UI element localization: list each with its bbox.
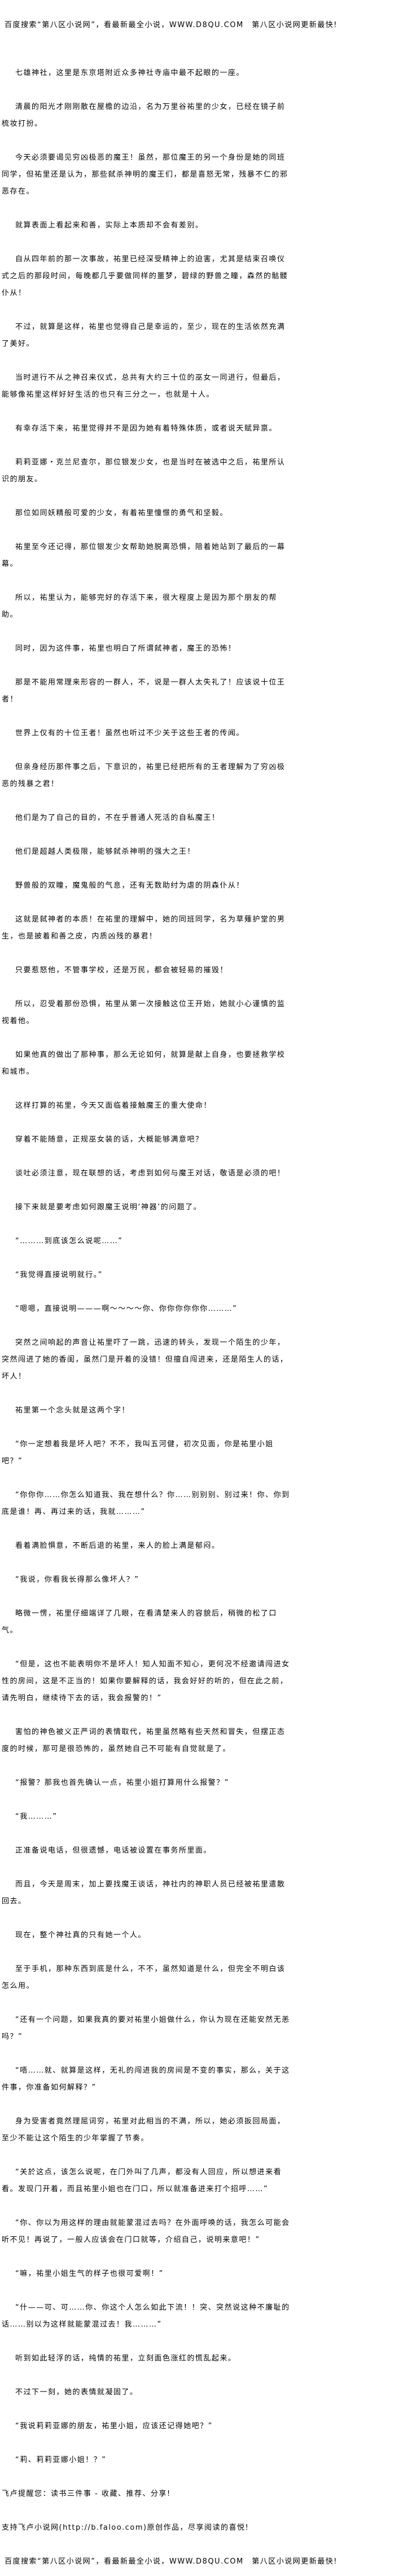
paragraph: 穿着不能随意，正规巫女装的话，大概能够满意吧？ (15, 1135, 204, 1144)
paragraph: 现在，整个神社真的只有她一个人。 (15, 1931, 147, 1939)
paragraph: 略微一愣，祐里仔细端详了几眼，在看清楚来人的容貌后，稍微的松了口气。 (2, 1609, 278, 1635)
paragraph: 清晨的阳光才刚刚散在屋檐的边沿，名为万里谷祐里的少女，已经在镜子前梳妆打扮。 (2, 103, 286, 128)
paragraph: 当时进行不从之神召来仪式，总共有大约三十位的巫女一同进行，但最后，能够像祐里这样… (2, 374, 286, 399)
paragraph: “还有一个问题，如果我真的要对祐里小姐做什么，你认为现在还能安然无恙吗？” (2, 2016, 290, 2041)
chapter-content: 七雄神社，这里是东京塔附近众多神社寺庙中最不起眼的一座。清晨的阳光才刚刚散在屋檐… (2, 65, 291, 2469)
paragraph: 所以，祐里认为，能够完好的存活下来，很大程度上是因为那个朋友的帮助。 (2, 594, 278, 619)
paragraph: 祐里第一个念头就是这两个字！ (15, 1406, 130, 1415)
paragraph: 看着满脸惧意，不断后退的祐里，来人的脸上满是郁闷。 (15, 1542, 220, 1550)
paragraph: 不过下一刻，她的表情就凝固了。 (15, 2388, 138, 2397)
paragraph: “我觉得直接说明就行。” (15, 1271, 103, 1279)
paragraph: “唔……就、就算是这样，无礼的闯进我的房间是不变的事实，那么，关于这件事，你准备… (2, 2066, 290, 2092)
paragraph: “我说莉莉亚娜的朋友，祐里小姐，应该还记得她吧？” (15, 2422, 213, 2430)
paragraph: “我………” (15, 1813, 58, 1821)
paragraph: “嗯嗯，直接说明———啊～～～～你、你你你你你你………” (15, 1305, 238, 1313)
paragraph: 祐里至今还记得，那位银发少女帮助她脱离恐惧，陪着她站到了最后的一幕幕。 (2, 543, 286, 568)
paragraph: 莉莉亚娜・克兰尼查尔，那位银发少女，也是当时在被选中之后，祐里所认识的朋友。 (2, 458, 286, 484)
paragraph: “你你你……你怎么知道我、我在想什么？你……别别别、别过来！你、你到底是谁！再、… (2, 1491, 290, 1516)
footer-support-link[interactable]: 支持飞卢小说网(http://b.faloo.com)原创作品，尽享阅读的喜悦! (2, 2524, 249, 2532)
paragraph: “你、你以为用这样的理由就能蒙混过去吗？在外面呼唤的话，我怎么可能会听不见！再说… (2, 2219, 290, 2244)
paragraph: 今天必须要谒见穷凶极恶的魔王！虽然，那位魔王的另一个身份是她的同班同学，但祐里还… (2, 153, 288, 196)
paragraph: 他们是超越人类极限，能够弑杀神明的强大之王！ (15, 848, 196, 856)
paragraph: 只要惹怒他，不管事学校，还是万民，都会被轻易的摧毁！ (15, 966, 229, 975)
paragraph: 那位如同妖精般可爱的少女，有着祐里憧憬的勇气和坚毅。 (15, 509, 229, 517)
paragraph: “你一定想着我是坏人吧？不不，我叫五河健，初次见面，你是祐里小姐吧？” (2, 1440, 274, 1465)
paragraph: “莉、莉莉亚娜小姐！？” (15, 2456, 107, 2464)
paragraph: 接下来就是要考虑如何跟魔王说明‘神器’的问题了。 (15, 1203, 202, 1212)
paragraph: 正准备说电话，但很遗憾，电话被设置在事务所里面。 (15, 1846, 212, 1855)
paragraph: 这样打算的祐里，今天又面临着接触魔王的重大使命！ (15, 1102, 212, 1110)
paragraph: 这就是弑神者的本质！在祐里的理解中，她的同班同学，名为草薙护堂的男生，也是披着和… (2, 915, 286, 941)
paragraph: 那是不能用常理来形容的一群人，不，说是一群人太失礼了！应该说十位王者！ (2, 678, 286, 704)
paragraph: 就算表面上看起来和善，实际上本质却不会有差别。 (15, 221, 204, 230)
paragraph: 所以，忍受着那份恐惧，祐里从第一次接触这位王开始，她就小心谨慎的监视着他。 (2, 1000, 286, 1025)
paragraph: “关於这点，该怎么说呢，在门外叫了几声，都没有人回应，所以想进来看看。发现门开着… (2, 2168, 282, 2193)
paragraph: 他们是为了自己的目的，不在乎普通人死活的自私魔王！ (15, 814, 220, 822)
paragraph: 同时，因为这件事，祐里也明白了所谓弑神者，魔王的恐怖！ (15, 644, 236, 653)
paragraph: 突然之间响起的声音让祐里吓了一跳，迅速的转头，发现一个陌生的少年，突然闯进了她的… (2, 1339, 288, 1381)
paragraph: “但是，这也不能表明你不是坏人！知人知面不知心，更何况不经邀请闯进女性的房间，这… (2, 1660, 290, 1702)
paragraph: 听到如此轻浮的话，纯情的祐里，立刻面色涨红的慌乱起来。 (15, 2354, 236, 2363)
site-banner-top: 百度搜索“第八区小说网”，看最新最全小说，WWW.D8QU.COM 第八区小说网… (5, 21, 338, 29)
footer-reminder: 飞卢提醒您：读书三件事 - 收藏、推荐、分享! (2, 2490, 171, 2498)
paragraph: 不过，就算是这样，祐里也觉得自己是幸运的，至少，现在的生活依然充满了美好。 (2, 323, 286, 348)
paragraph: 野兽般的双瞳，魔鬼般的气息，还有无数助纣为虐的阴森仆从！ (15, 881, 245, 890)
paragraph: 有幸存活下来，祐里觉得并不是因为她有着特殊体质，或者说天赋异禀。 (15, 424, 278, 433)
paragraph: 七雄神社，这里是东京塔附近众多神社寺庙中最不起眼的一座。 (15, 69, 245, 77)
paragraph: 而且，今天是周末，加上要找魔王谈话，神社内的神职人员已经被祐里遣散回去。 (2, 1880, 286, 1906)
site-banner-bottom: 百度搜索“第八区小说网”，看最新最全小说，WWW.D8QU.COM 第八区小说网… (5, 2557, 338, 2566)
paragraph: 但亲身经历那件事之后，下意识的，祐里已经把所有的王者理解为了穷凶极恶的残暴之君！ (2, 763, 286, 788)
paragraph: “我说，你看我长得那么像坏人？” (15, 1576, 139, 1584)
chapter-footer: 飞卢提醒您：读书三件事 - 收藏、推荐、分享! 支持飞卢小说网(http://b… (2, 2486, 391, 2536)
paragraph: “嘛，祐里小姐生气的样子也很可爱啊！” (15, 2270, 164, 2278)
paragraph: “什——可、可……你、你这个人怎么如此下流！！突、突然说这种不廉耻的话……别以为… (2, 2303, 290, 2329)
paragraph: 如果他真的做出了那种事，那么无论如何，就算是献上自身，也要拯救学校和城市。 (2, 1051, 286, 1076)
paragraph: 身为受害者竟然理屈词穷，祐里对此相当的不满，所以，她必须扳回局面，至少不能让这个… (2, 2117, 286, 2143)
paragraph: 谈吐必须注意，现在联想的话，考虑到如何与魔王对话，敬语是必须的吧！ (15, 1169, 286, 1178)
paragraph: 至于手机，那种东西到底是什么，不不，虽然知道是什么，但完全不明白该怎么用。 (2, 1965, 286, 1990)
paragraph: 害怕的神色被义正严词的表情取代，祐里虽然略有些天然和冒失，但摆正态度的时候，那可… (2, 1728, 286, 1753)
paragraph: “………到底该怎么说呢……” (15, 1237, 123, 1245)
paragraph: 自从四年前的那一次事故，祐里已经深受精神上的迫害，尤其是结束召唤仪式之后的那段时… (2, 255, 288, 297)
paragraph: 世界上仅有的十位王者！虽然也听过不少关于这些王者的传闻。 (15, 729, 245, 738)
paragraph: “报警？那我也首先确认一点，祐里小姐打算用什么报警？” (15, 1779, 229, 1787)
